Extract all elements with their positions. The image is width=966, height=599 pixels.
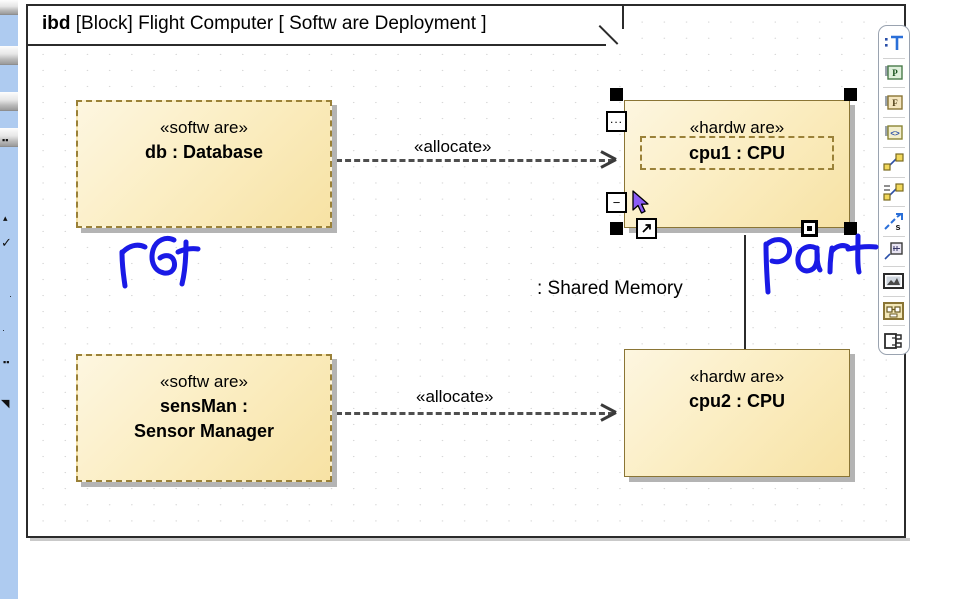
svg-text:s: s — [895, 222, 900, 232]
mouse-cursor — [632, 190, 652, 223]
explorer-item-glyph: ▪▪ — [3, 357, 10, 367]
flow-port-tool-button[interactable]: F — [880, 89, 908, 116]
part-db-labels: «softw are» db : Database — [76, 100, 332, 228]
more-options-button[interactable]: ... — [606, 111, 627, 132]
part-cpu1-name: cpu1 : CPU — [688, 143, 785, 163]
connector-tool-button[interactable] — [880, 149, 908, 176]
diagram-title-tab[interactable]: ibd [Block] Flight Computer [ Softw are … — [28, 6, 624, 46]
structure-tool-button[interactable] — [880, 327, 908, 354]
item-flow-tool-icon — [883, 183, 904, 201]
svg-text:F: F — [892, 98, 898, 108]
part-cpu2-stereotype: «hardw are» — [689, 367, 785, 386]
shared-memory-connector-line[interactable] — [744, 235, 746, 349]
allocate-connector-1-line[interactable] — [336, 159, 614, 162]
diagram-toolbar[interactable]: P F <> — [878, 25, 910, 355]
text-tool-icon — [885, 36, 903, 51]
part-db[interactable]: «softw are» db : Database — [76, 100, 337, 233]
toolbar-separator — [883, 146, 905, 148]
part-sensman-name-line2: Sensor Manager — [133, 421, 275, 441]
part-cpu1-stereotype: «hardw are» — [689, 118, 785, 137]
explorer-fragment[interactable] — [0, 128, 18, 147]
toolbar-separator — [883, 117, 905, 119]
part-sensman[interactable]: «softw are» sensMan : Sensor Manager — [76, 354, 337, 487]
explorer-item-glyph: · — [2, 325, 5, 335]
explorer-item-glyph: ◥ — [1, 398, 10, 410]
diagram-frame-shadow — [30, 538, 910, 541]
part-sensman-labels: «softw are» sensMan : Sensor Manager — [76, 354, 332, 482]
part-db-body — [76, 100, 332, 228]
explorer-item-glyph: ▪▪ — [2, 135, 9, 145]
proxy-port-tool-icon: <> — [885, 124, 903, 140]
part-cpu2-body — [624, 349, 850, 477]
collapse-button[interactable]: − — [606, 192, 627, 213]
title-tab-edge — [28, 44, 606, 46]
explorer-fragment[interactable] — [0, 92, 18, 111]
connector-tool-icon — [883, 153, 904, 171]
part-cpu1-nested-box — [640, 136, 834, 170]
diagram-title: ibd [Block] Flight Computer [ Softw are … — [42, 13, 487, 35]
shared-memory-connector-label: : Shared Memory — [537, 278, 683, 299]
part-sensman-name-line1: sensMan : — [159, 396, 249, 416]
structure-tool-icon — [884, 332, 902, 349]
part-cpu1-body — [624, 100, 850, 228]
panel-gap — [18, 0, 26, 599]
selection-handle-top-left[interactable] — [610, 88, 623, 101]
more-options-glyph: ... — [609, 112, 623, 126]
toolbar-separator — [883, 176, 905, 178]
part-cpu1-labels: «hardw are» — [624, 100, 850, 228]
explorer-item-glyph: · — [9, 291, 12, 301]
explorer-item-glyph: ▴ — [3, 213, 8, 223]
annotation-ref — [112, 228, 208, 297]
cursor-arrow-icon — [632, 190, 649, 214]
diagram-kind: ibd — [42, 13, 71, 34]
annotation-part — [758, 228, 888, 303]
allocate-connector-2-line[interactable] — [336, 412, 614, 415]
port-tool-button[interactable]: P — [880, 60, 908, 87]
diagram-block-name: Flight Computer — [138, 13, 274, 34]
toolbar-separator — [883, 325, 905, 327]
allocate-connector-1-label: «allocate» — [414, 137, 492, 156]
handwriting-ref-icon — [119, 235, 201, 289]
explorer-fragment[interactable] — [0, 46, 18, 65]
allocate-connector-2-label: «allocate» — [416, 387, 494, 406]
part-db-name: db : Database — [144, 142, 264, 162]
toolbar-separator — [883, 87, 905, 89]
explorer-fragment[interactable] — [0, 0, 18, 15]
svg-text:<>: <> — [890, 129, 900, 138]
diagonal-arrow-icon — [642, 224, 651, 233]
part-cpu1[interactable]: «hardw are» cpu1 : CPU — [624, 100, 855, 233]
toolbar-separator — [883, 206, 905, 208]
selection-handle-top-right[interactable] — [844, 88, 857, 101]
part-db-stereotype: «softw are» — [160, 118, 248, 137]
svg-text:P: P — [892, 68, 898, 78]
collapse-glyph: − — [612, 195, 621, 210]
item-flow-tool-button[interactable] — [880, 179, 908, 206]
explorer-strip[interactable]: ▪▪ ▴ ✓ · · ▪▪ ◥ — [0, 0, 18, 599]
text-tool-button[interactable] — [880, 30, 908, 57]
toolbar-separator — [883, 57, 905, 59]
handwriting-part-icon — [763, 233, 879, 295]
part-cpu2-name: cpu2 : CPU — [688, 391, 785, 411]
part-sensman-stereotype: «softw are» — [160, 372, 248, 391]
port-tool-icon: P — [885, 65, 903, 80]
selection-handle-bottom-left[interactable] — [610, 222, 623, 235]
flow-port-tool-icon: F — [885, 95, 903, 110]
part-cpu2-labels: «hardw are» cpu2 : CPU — [624, 349, 850, 477]
diagram-view-name: [ Softw are Deployment ] — [278, 13, 487, 34]
part-cpu2[interactable]: «hardw are» cpu2 : CPU — [624, 349, 855, 482]
title-tab-edge — [622, 6, 624, 29]
diagram-title-prefix: [Block] — [75, 13, 133, 34]
proxy-port-tool-button[interactable]: <> — [880, 119, 908, 146]
explorer-item-glyph: ✓ — [1, 235, 12, 250]
diagram-overview-tool-icon — [883, 301, 904, 320]
part-sensman-body — [76, 354, 332, 482]
